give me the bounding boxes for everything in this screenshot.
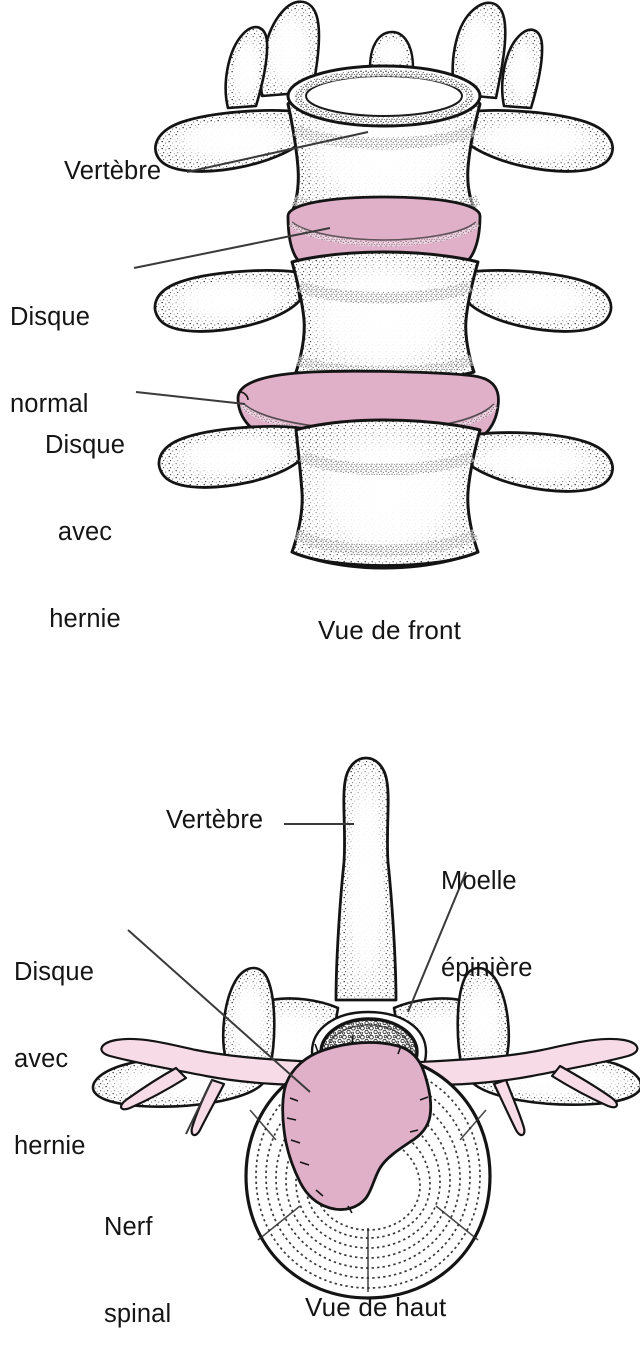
- label-nerf-line1: Nerf: [104, 1213, 153, 1241]
- vertebra-top: [154, 0, 614, 224]
- leader-moelle: [407, 871, 467, 1013]
- label-disque-hernie-axial-line3: hernie: [14, 1132, 86, 1160]
- label-disque-hernie-front-line2: avec: [57, 518, 113, 546]
- leader-nerf-spinal: [185, 1079, 213, 1135]
- leader-disque-normal: [133, 227, 331, 269]
- caption-vue-de-haut: Vue de haut: [305, 1292, 447, 1322]
- label-disque-hernie-front-line1: Disque: [45, 431, 125, 459]
- label-disque-hernie-axial-line2: avec: [14, 1045, 69, 1073]
- herniated-nucleus: [281, 1035, 433, 1214]
- label-disque-hernie-front-line3: hernie: [49, 605, 121, 633]
- leader-disque-hernie-axial: [127, 929, 311, 1093]
- axial-view-group: [91, 756, 640, 1300]
- label-nerf-line2: spinal: [104, 1300, 172, 1328]
- label-moelle-line1: Moelle: [441, 867, 517, 895]
- articular-process-left: [221, 966, 276, 1070]
- spinous-process: [334, 756, 398, 1002]
- frontal-view-group: [133, 0, 614, 570]
- label-disque-normal: Disque normal: [10, 245, 90, 448]
- label-moelle-epiniere: Moelle épinière: [441, 809, 533, 1012]
- label-vertebre-frontal: Vertèbre: [64, 157, 162, 185]
- leader-disque-hernie-front: [135, 391, 246, 405]
- leader-vertebre-front: [186, 131, 369, 173]
- caption-vue-de-front: Vue de front: [318, 615, 462, 645]
- label-nerf-spinal: Nerf spinal: [104, 1155, 171, 1358]
- label-moelle-line2: épinière: [441, 954, 533, 982]
- label-disque-avec-hernie-frontal: Disque avec hernie: [25, 373, 145, 663]
- label-disque-normal-line1: Disque: [10, 303, 90, 331]
- label-disque-avec-hernie-axial: Disque avec hernie: [14, 900, 94, 1190]
- spinal-nerves: [100, 1037, 639, 1137]
- vertebra-bottom: [157, 418, 614, 570]
- vertebra-middle: [153, 250, 613, 384]
- articular-process-right: [456, 966, 511, 1070]
- label-disque-normal-line2: normal: [10, 390, 89, 418]
- label-vertebre-axial: Vertèbre: [166, 806, 264, 834]
- label-disque-hernie-axial-line1: Disque: [14, 958, 94, 986]
